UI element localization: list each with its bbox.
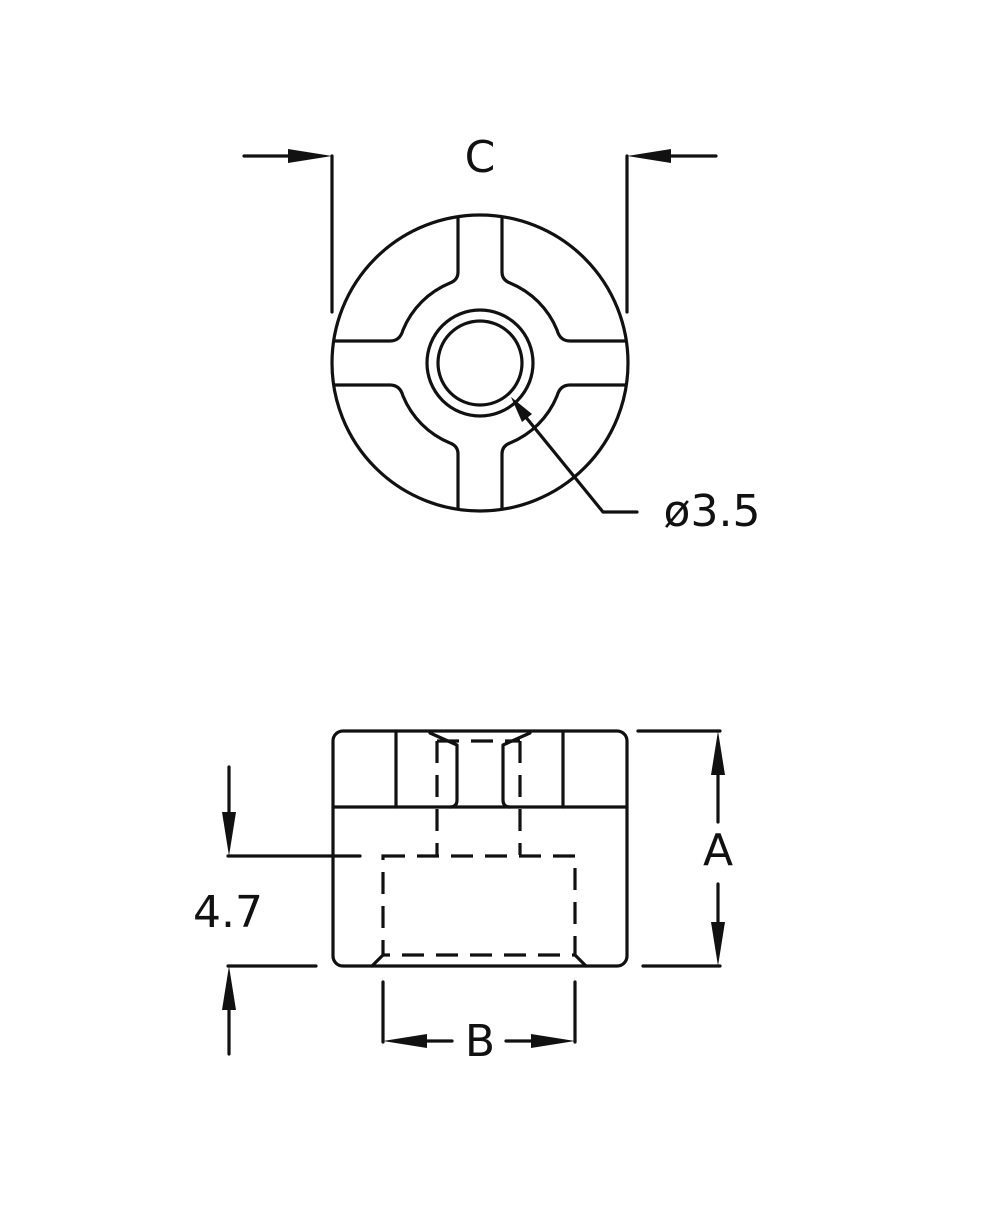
cross-rib-outline — [332, 216, 628, 510]
bore-chamfer — [370, 953, 588, 968]
slot-edge-left — [428, 731, 459, 809]
body-outline — [331, 729, 629, 968]
side-view: A 4.7 B — [193, 729, 733, 1067]
arrowhead-left — [383, 1034, 427, 1048]
arrowhead-left — [627, 149, 671, 163]
arrowhead-right — [288, 149, 332, 163]
diameter-leader-line — [518, 408, 639, 514]
hole-diameter-label: ø3.5 — [664, 486, 761, 537]
dimension-b-label: B — [465, 1016, 495, 1067]
top-view: ø3.5 C — [242, 132, 761, 537]
outer-circle — [330, 213, 630, 513]
leader-arrowhead — [511, 397, 532, 422]
arrowhead-down — [222, 812, 236, 856]
hole-inner-circle — [436, 319, 524, 407]
arrowhead-down — [711, 922, 725, 966]
arrowhead-up — [711, 731, 725, 775]
slot-edge-right — [501, 731, 532, 809]
dimension-a-label: A — [703, 825, 733, 876]
arrowhead-up — [222, 966, 236, 1010]
dimension-c-label: C — [465, 132, 496, 183]
hidden-bore — [381, 854, 577, 957]
dimension-depth-label: 4.7 — [193, 887, 263, 938]
hole-outer-circle — [425, 308, 535, 418]
arrowhead-right — [531, 1034, 575, 1048]
